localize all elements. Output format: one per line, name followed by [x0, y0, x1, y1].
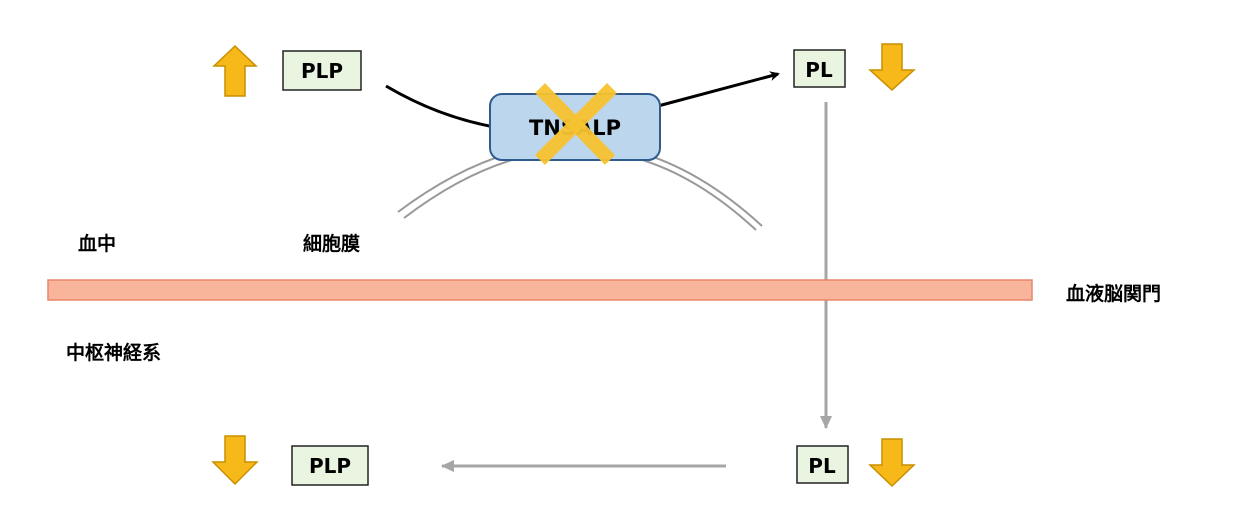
cell-membrane-inner: [403, 148, 757, 231]
cns-plp: PLP: [211, 435, 369, 486]
blood-pl: PL: [793, 43, 916, 92]
cns-pl: PL: [796, 438, 916, 488]
pl-box: [793, 49, 846, 88]
up-arrow-icon: [212, 44, 258, 97]
pl-label: PL: [808, 454, 836, 478]
down-arrow-icon: [868, 438, 916, 488]
down-arrow-icon: [868, 43, 916, 92]
plp-label: PLP: [309, 454, 351, 478]
blood-plp: PLP: [212, 44, 362, 97]
down-arrow-icon: [211, 435, 259, 486]
label-cell-membrane: 細胞膜: [303, 232, 360, 255]
label-cns: 中枢神経系: [66, 341, 161, 364]
plp-box: [291, 445, 369, 486]
label-blood: 血中: [78, 232, 116, 255]
plp-label: PLP: [301, 59, 343, 83]
cross-icon: [534, 83, 617, 165]
blood-brain-barrier-band: [47, 279, 1033, 301]
plp-box: [282, 50, 362, 91]
pl-box: [796, 445, 849, 484]
reaction-arrow-out: [657, 71, 780, 108]
enzyme-tnsalp: TNSALP: [489, 83, 661, 165]
pl-label: PL: [805, 58, 833, 82]
label-blood-brain-barrier: 血液脳関門: [1066, 282, 1161, 305]
reaction-arrow-in: [385, 84, 501, 130]
